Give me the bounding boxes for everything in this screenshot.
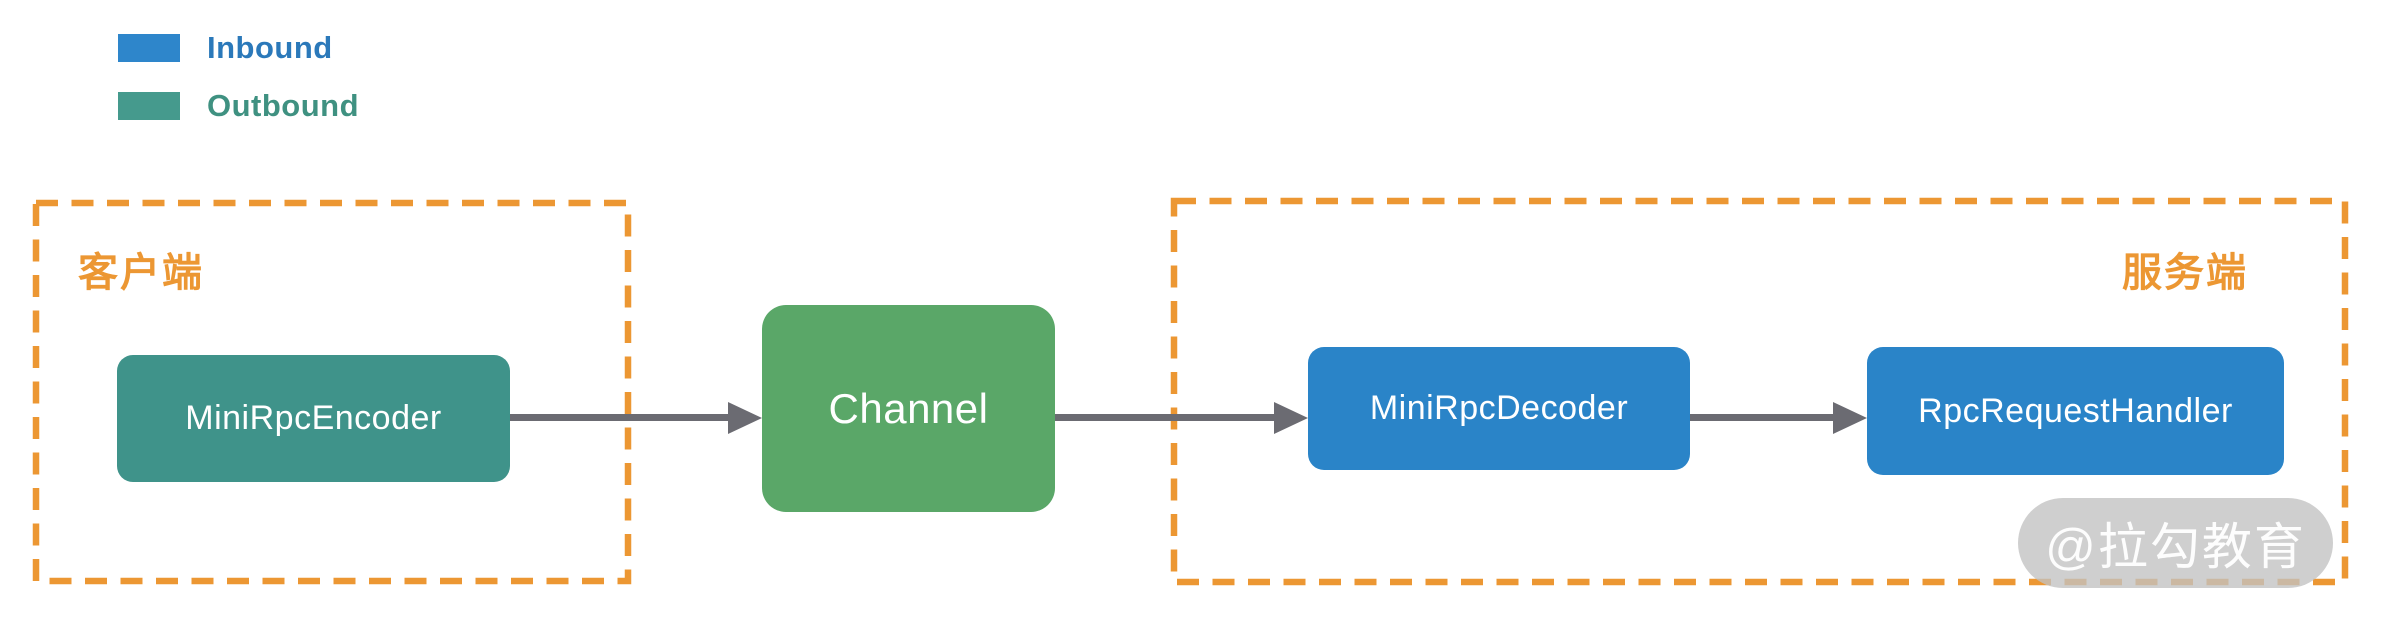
- server-group-label: 服务端: [2122, 251, 2248, 295]
- client-group-label: 客户端: [78, 251, 204, 295]
- legend: Inbound Outbound: [118, 30, 360, 149]
- arrow-channel-to-decoder-head-icon: [1274, 402, 1308, 434]
- outbound-color-swatch: [118, 92, 180, 120]
- server-group-border: [1170, 197, 2349, 586]
- watermark-badge: @拉勾教育: [2018, 498, 2333, 588]
- node-minirpcdecoder: MiniRpcDecoder: [1308, 347, 1690, 470]
- legend-item-outbound: Outbound: [118, 88, 360, 123]
- node-rpcrequesthandler: RpcRequestHandler: [1867, 347, 2284, 475]
- legend-label-outbound: Outbound: [207, 88, 360, 123]
- watermark-text: @拉勾教育: [2045, 519, 2306, 575]
- legend-label-inbound: Inbound: [207, 30, 333, 65]
- client-group-border: [32, 199, 632, 585]
- arrow-channel-to-decoder-line: [1055, 414, 1274, 421]
- legend-item-inbound: Inbound: [118, 30, 359, 65]
- node-minirpcencoder: MiniRpcEncoder: [117, 355, 510, 482]
- node-channel-label: Channel: [828, 384, 989, 432]
- node-minirpcencoder-label: MiniRpcEncoder: [185, 399, 442, 437]
- inbound-color-swatch: [118, 34, 180, 62]
- arrow-encoder-to-channel-head-icon: [728, 402, 762, 434]
- arrow-decoder-to-handler-line: [1690, 414, 1833, 421]
- node-rpcrequesthandler-label: RpcRequestHandler: [1918, 391, 2233, 430]
- arrow-decoder-to-handler-head-icon: [1833, 402, 1867, 434]
- node-channel: Channel: [762, 305, 1055, 512]
- node-minirpcdecoder-label: MiniRpcDecoder: [1369, 389, 1629, 427]
- arrow-encoder-to-channel-line: [510, 414, 728, 421]
